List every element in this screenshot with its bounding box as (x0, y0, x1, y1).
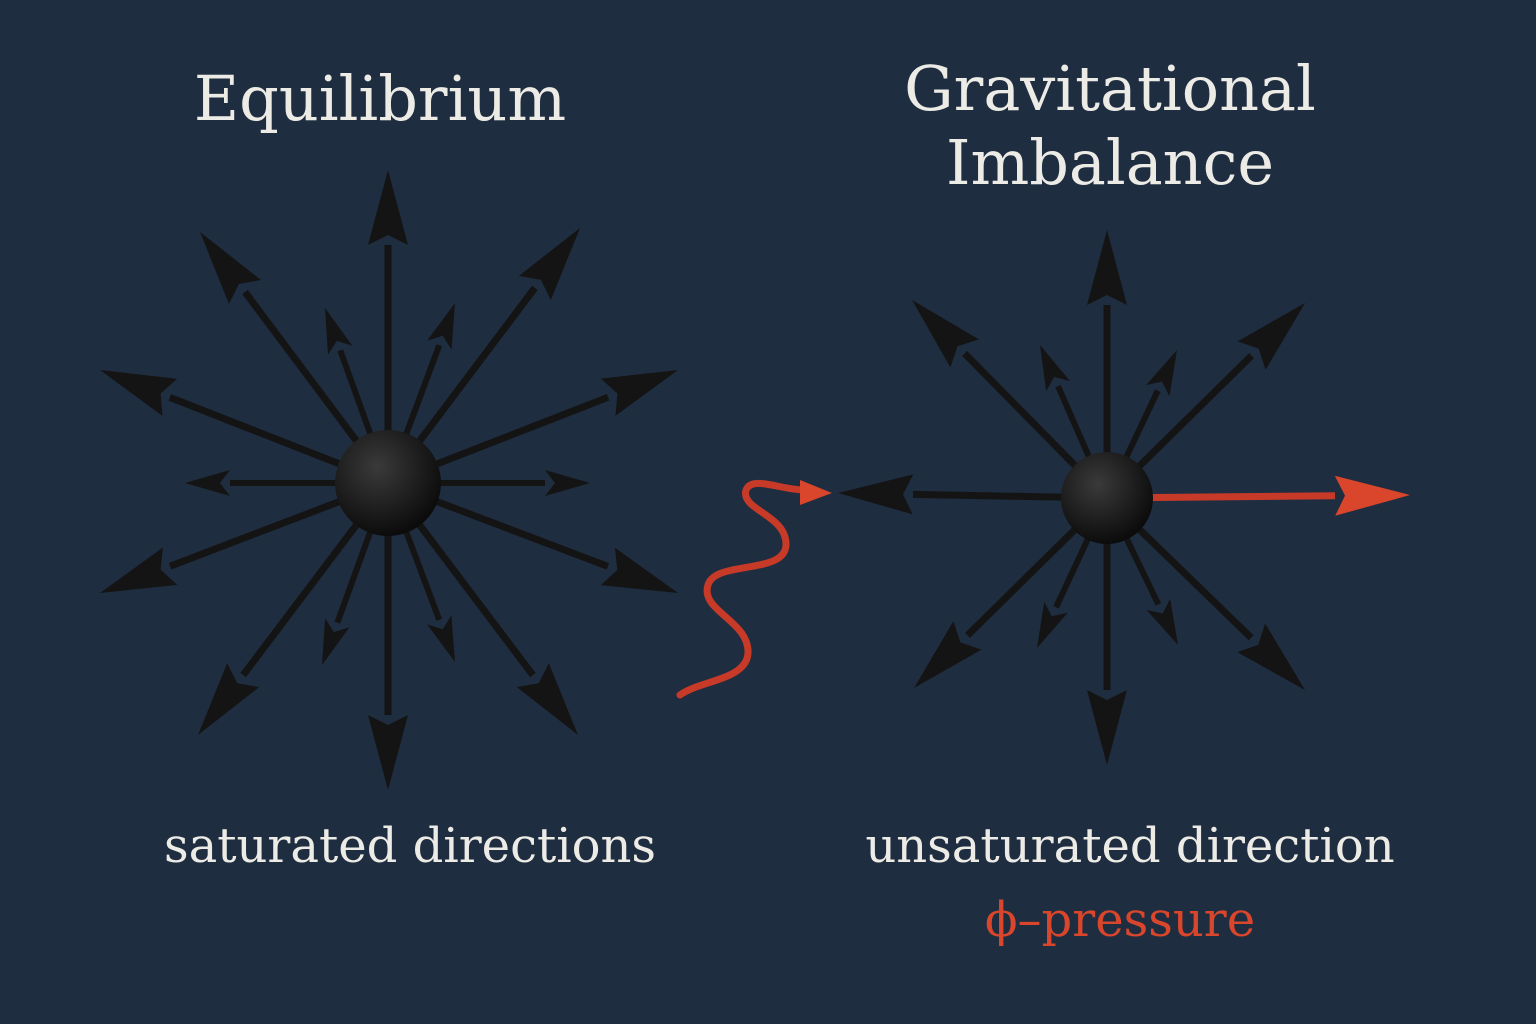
unsaturated-caption: unsaturated direction (865, 818, 1395, 874)
saturated-caption: saturated directions (163, 818, 657, 874)
equilibrium-title: Equilibrium (193, 62, 567, 135)
imbalance-star (838, 230, 1410, 765)
imbalance-title: Gravitational Imbalance (840, 52, 1380, 200)
phi-pressure-label: ϕ–pressure (984, 892, 1256, 948)
central-sphere (1061, 452, 1153, 544)
imbalance-title-line2: Imbalance (945, 126, 1275, 199)
imbalance-title-line1: Gravitational (904, 52, 1316, 125)
wavy-phi-arrow (676, 479, 832, 699)
central-sphere (335, 430, 441, 536)
equilibrium-star (100, 170, 678, 790)
